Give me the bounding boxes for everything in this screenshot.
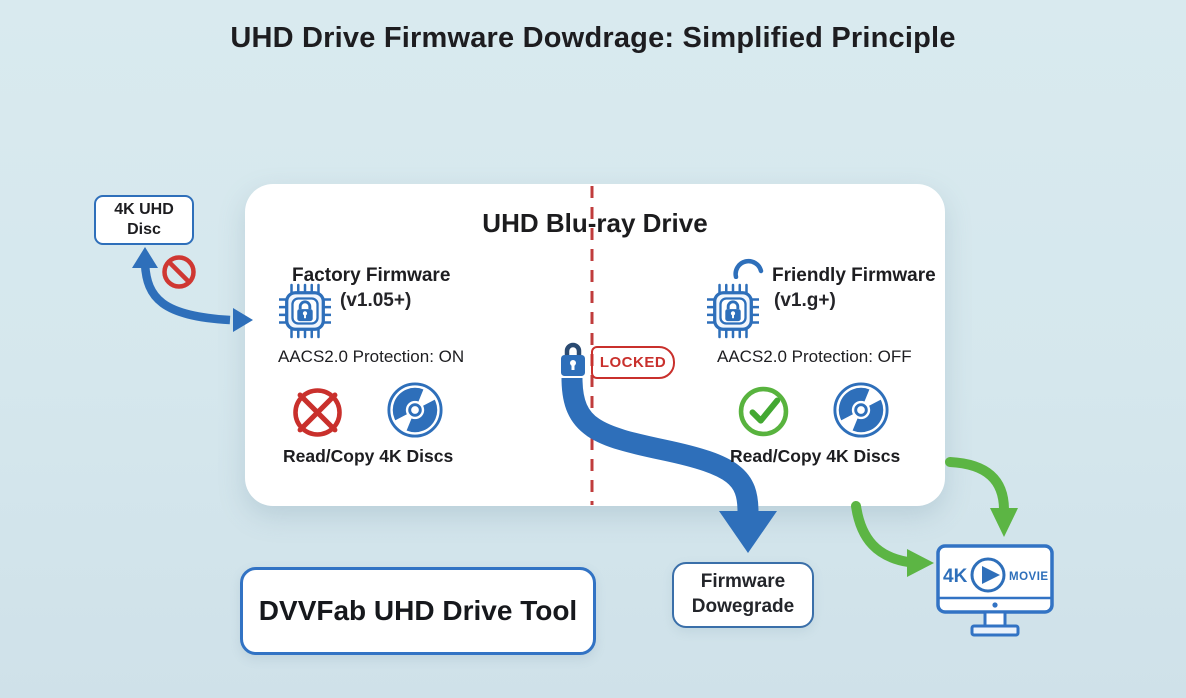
downgrade-flow-arrowhead bbox=[719, 511, 777, 553]
locked-badge: LOCKED bbox=[591, 346, 675, 379]
factory-capability-label: Read/Copy 4K Discs bbox=[283, 446, 454, 466]
playback-arrow-top-head bbox=[990, 508, 1018, 537]
check-circle-icon bbox=[738, 386, 789, 437]
uhd-disc-box: 4K UHD Disc bbox=[94, 195, 194, 245]
playback-arrow-top bbox=[945, 457, 1009, 515]
factory-firmware-name: Factory Firmware bbox=[292, 265, 451, 286]
friendly-firmware-chip-lock-icon bbox=[707, 283, 759, 339]
play-triangle-icon bbox=[982, 566, 1000, 584]
friendly-capability-label: Read/Copy 4K Discs bbox=[730, 446, 901, 466]
locked-badge-label: LOCKED bbox=[599, 354, 667, 371]
dvdfab-tool-box: DVVFab UHD Drive Tool bbox=[240, 567, 596, 655]
factory-protection-status: AACS2.0 Protection: ON bbox=[278, 347, 465, 366]
prohibition-icon bbox=[162, 255, 196, 289]
open-shackle-icon bbox=[733, 258, 764, 279]
monitor-4k-movie-icon: 4K MOVIE bbox=[936, 544, 1054, 637]
firmware-downgrade-line1: Firmware bbox=[700, 571, 786, 593]
disc-icon-factory bbox=[387, 382, 443, 438]
disc-to-drive-arrowhead-up bbox=[132, 247, 158, 268]
locked-padlock-icon bbox=[561, 342, 585, 376]
disc-icon-friendly bbox=[833, 382, 889, 438]
firmware-downgrade-box: Firmware Dowegrade bbox=[672, 562, 814, 628]
factory-firmware-version: (v1.05+) bbox=[340, 290, 412, 311]
page-title: UHD Drive Firmware Dowdrage: Simplified … bbox=[230, 22, 956, 54]
playback-arrow-bottom bbox=[851, 501, 913, 567]
monitor-4k-label: 4K bbox=[943, 566, 968, 587]
cross-circle-icon bbox=[293, 388, 342, 437]
friendly-protection-status: AACS2.0 Protection: OFF bbox=[717, 347, 912, 366]
friendly-firmware-version: (v1.g+) bbox=[774, 290, 836, 311]
firmware-downgrade-line2: Dowegrade bbox=[691, 596, 795, 617]
monitor-stand-base bbox=[970, 624, 1020, 637]
drive-panel-title: UHD Blu-ray Drive bbox=[482, 208, 708, 238]
uhd-disc-label: 4K UHD Disc bbox=[114, 201, 174, 238]
monitor-movie-label: MOVIE bbox=[1009, 571, 1049, 583]
factory-firmware-chip-lock-icon bbox=[279, 283, 331, 339]
monitor-power-dot bbox=[992, 602, 998, 608]
dvdfab-tool-label: DVVFab UHD Drive Tool bbox=[258, 595, 578, 626]
friendly-firmware-name: Friendly Firmware bbox=[772, 265, 936, 286]
monitor-stand-neck bbox=[983, 610, 1007, 628]
